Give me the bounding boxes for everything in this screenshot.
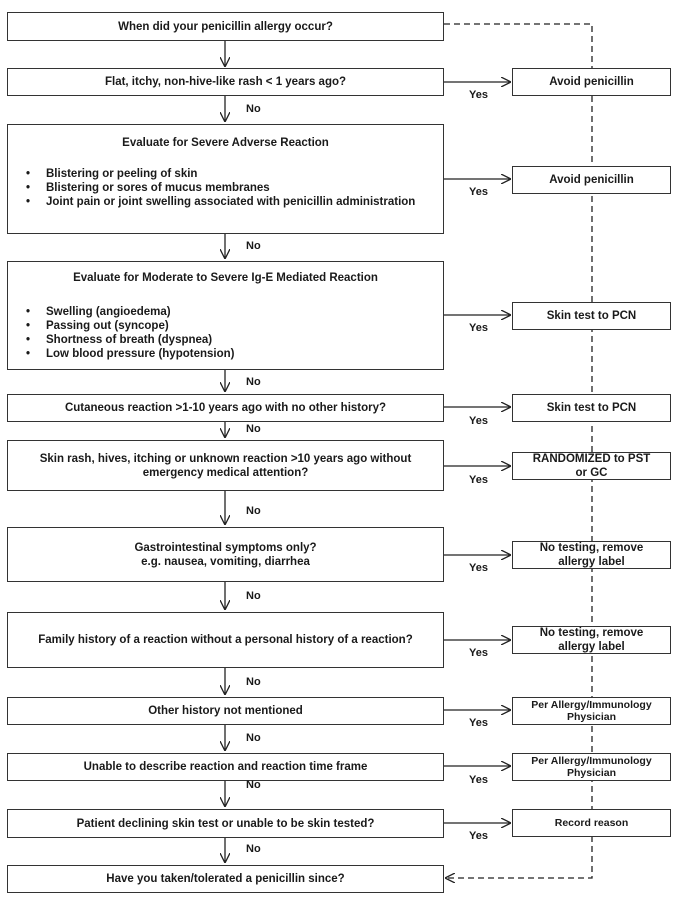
no-label: No bbox=[246, 732, 261, 744]
outcome-skin-test: Skin test to PCN bbox=[512, 394, 671, 422]
no-label: No bbox=[246, 590, 261, 602]
no-label: No bbox=[246, 843, 261, 855]
no-label: No bbox=[246, 779, 261, 791]
yes-label: Yes bbox=[469, 89, 488, 101]
question-declining-skin-test: Patient declining skin test or unable to… bbox=[7, 809, 444, 838]
evaluation-title: Evaluate for Moderate to Severe Ig-E Med… bbox=[73, 272, 378, 284]
question-tolerated-since: Have you taken/tolerated a penicillin si… bbox=[7, 865, 444, 893]
list-item: Shortness of breath (dyspnea) bbox=[26, 333, 423, 347]
yes-label: Yes bbox=[469, 474, 488, 486]
list-item: Blistering or peeling of skin bbox=[26, 167, 423, 181]
yes-label: Yes bbox=[469, 322, 488, 334]
outcome-no-testing: No testing, remove allergy label bbox=[512, 541, 671, 569]
yes-label: Yes bbox=[469, 415, 488, 427]
dashed-return-path bbox=[444, 23, 593, 878]
no-label: No bbox=[246, 423, 261, 435]
outcome-skin-test: Skin test to PCN bbox=[512, 302, 671, 330]
yes-label: Yes bbox=[469, 830, 488, 842]
question-allergy-onset: When did your penicillin allergy occur? bbox=[7, 12, 444, 41]
outcome-per-allergy-physician: Per Allergy/Immunology Physician bbox=[512, 697, 671, 725]
list-item: Passing out (syncope) bbox=[26, 319, 423, 333]
question-other-history: Other history not mentioned bbox=[7, 697, 444, 725]
outcome-avoid-penicillin: Avoid penicillin bbox=[512, 166, 671, 194]
outcome-record-reason: Record reason bbox=[512, 809, 671, 837]
evaluation-list: Blistering or peeling of skin Blistering… bbox=[26, 167, 423, 209]
no-label: No bbox=[246, 676, 261, 688]
list-item: Joint pain or joint swelling associated … bbox=[26, 195, 423, 209]
list-item: Swelling (angioedema) bbox=[26, 305, 423, 319]
outcome-per-allergy-physician: Per Allergy/Immunology Physician bbox=[512, 753, 671, 781]
question-flat-rash: Flat, itchy, non-hive-like rash < 1 year… bbox=[7, 68, 444, 96]
yes-label: Yes bbox=[469, 647, 488, 659]
evaluation-list: Swelling (angioedema) Passing out (synco… bbox=[26, 305, 423, 361]
question-skin-rash-hives: Skin rash, hives, itching or unknown rea… bbox=[7, 440, 444, 491]
outcome-no-testing: No testing, remove allergy label bbox=[512, 626, 671, 654]
question-cutaneous-reaction: Cutaneous reaction >1-10 years ago with … bbox=[7, 394, 444, 422]
no-label: No bbox=[246, 103, 261, 115]
no-label: No bbox=[246, 376, 261, 388]
no-label: No bbox=[246, 240, 261, 252]
evaluation-title: Evaluate for Severe Adverse Reaction bbox=[122, 137, 329, 149]
no-label: No bbox=[246, 505, 261, 517]
outcome-randomized: RANDOMIZED to PST or GC bbox=[512, 452, 671, 480]
yes-label: Yes bbox=[469, 774, 488, 786]
outcome-avoid-penicillin: Avoid penicillin bbox=[512, 68, 671, 96]
list-item: Blistering or sores of mucus membranes bbox=[26, 181, 423, 195]
question-gastrointestinal: Gastrointestinal symptoms only? e.g. nau… bbox=[7, 527, 444, 582]
evaluation-severe-adverse: Evaluate for Severe Adverse Reaction Bli… bbox=[7, 124, 444, 234]
question-unable-to-describe: Unable to describe reaction and reaction… bbox=[7, 753, 444, 781]
yes-label: Yes bbox=[469, 186, 488, 198]
yes-label: Yes bbox=[469, 562, 488, 574]
evaluation-ige-mediated: Evaluate for Moderate to Severe Ig-E Med… bbox=[7, 261, 444, 370]
question-family-history: Family history of a reaction without a p… bbox=[7, 612, 444, 668]
yes-label: Yes bbox=[469, 717, 488, 729]
list-item: Low blood pressure (hypotension) bbox=[26, 347, 423, 361]
